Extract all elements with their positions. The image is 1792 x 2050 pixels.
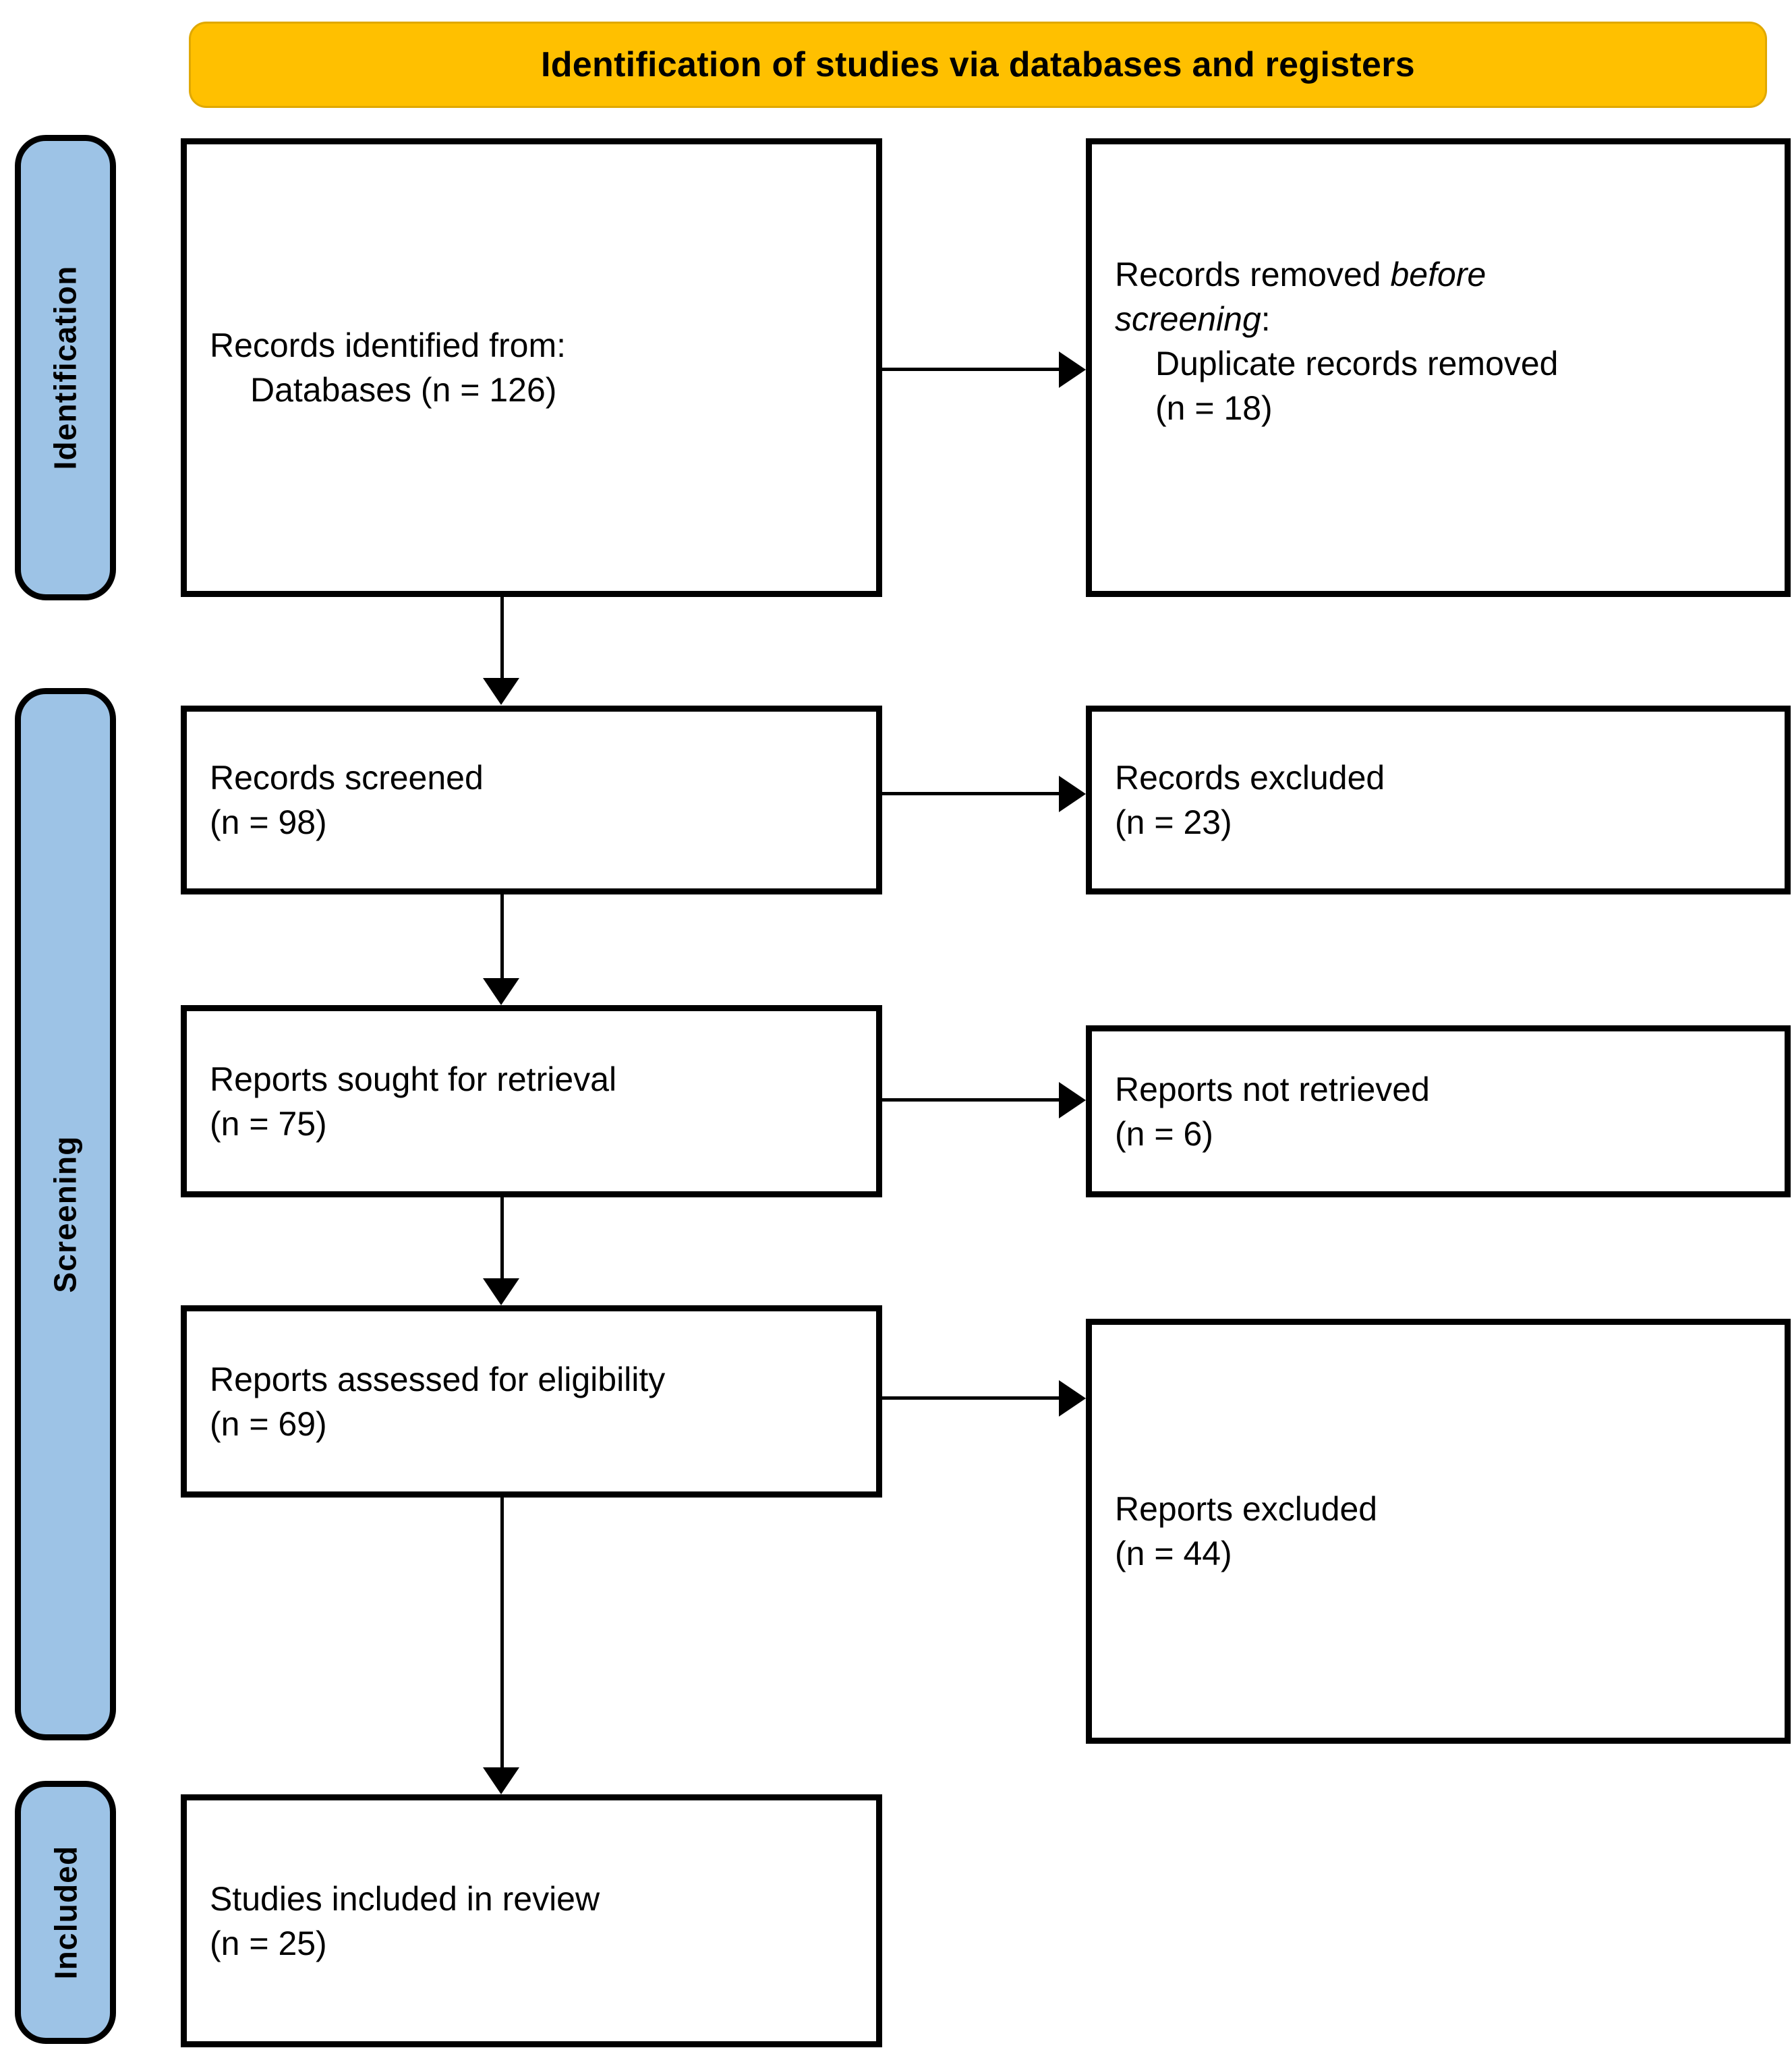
stage-label-screening: Screening	[15, 688, 116, 1740]
records-screened-line1: Records screened	[210, 759, 484, 797]
box-records-excluded: Records excluded (n = 23)	[1086, 706, 1791, 894]
arrow-screened-to-excluded-line	[882, 792, 1059, 795]
stage-label-included: Included	[15, 1781, 116, 2044]
arrow-screened-to-excluded-head-icon	[1059, 776, 1086, 812]
records-removed-line3: Duplicate records removed	[1155, 345, 1559, 382]
reports-sought-line1: Reports sought for retrieval	[210, 1060, 617, 1098]
box-studies-included: Studies included in review (n = 25)	[181, 1794, 882, 2047]
records-identified-line2: Databases (n = 126)	[250, 371, 557, 409]
arrow-assessed-to-included-line	[500, 1498, 504, 1767]
reports-excluded-line1: Reports excluded	[1115, 1490, 1378, 1528]
reports-sought-line2: (n = 75)	[210, 1104, 327, 1143]
box-records-screened: Records screened (n = 98)	[181, 706, 882, 894]
box-records-removed: Records removed before screening: Duplic…	[1086, 138, 1791, 597]
header-banner: Identification of studies via databases …	[189, 22, 1767, 108]
records-identified-line1: Records identified from:	[210, 326, 567, 364]
arrow-sought-to-not-retrieved-line	[882, 1098, 1059, 1102]
records-removed-line2: screening:	[1115, 297, 1762, 341]
records-excluded-line2: (n = 23)	[1115, 803, 1232, 841]
reports-assessed-line1: Reports assessed for eligibility	[210, 1360, 666, 1398]
arrow-identified-to-screened-line	[500, 597, 504, 678]
arrow-assessed-to-reports-excluded-line	[882, 1396, 1059, 1400]
banner-title: Identification of studies via databases …	[540, 45, 1416, 84]
box-reports-sought: Reports sought for retrieval (n = 75)	[181, 1005, 882, 1197]
reports-not-retrieved-line2: (n = 6)	[1115, 1114, 1213, 1153]
records-removed-line1-a: Records removed	[1115, 256, 1391, 293]
records-removed-line1: Records removed before	[1115, 252, 1762, 297]
arrow-identified-to-removed-line	[882, 368, 1059, 371]
records-excluded-line1: Records excluded	[1115, 759, 1385, 797]
reports-assessed-line2: (n = 69)	[210, 1404, 327, 1443]
reports-excluded-line2: (n = 44)	[1115, 1535, 1232, 1572]
studies-included-line2: (n = 25)	[210, 1924, 327, 1962]
box-records-identified: Records identified from: Databases (n = …	[181, 138, 882, 597]
arrow-screened-to-sought-head-icon	[483, 978, 519, 1005]
reports-not-retrieved-line1: Reports not retrieved	[1115, 1070, 1430, 1108]
box-reports-not-retrieved: Reports not retrieved (n = 6)	[1086, 1025, 1791, 1197]
stage-label-included-text: Included	[48, 1845, 84, 1980]
arrow-sought-to-not-retrieved-head-icon	[1059, 1082, 1086, 1118]
arrow-assessed-to-included-head-icon	[483, 1767, 519, 1794]
arrow-identified-to-removed-head-icon	[1059, 351, 1086, 388]
studies-included-line1: Studies included in review	[210, 1879, 600, 1918]
records-removed-line1-italic: before	[1390, 256, 1486, 293]
records-removed-line2-colon: :	[1261, 300, 1271, 338]
arrow-screened-to-sought-line	[500, 894, 504, 978]
records-removed-line2-italic: screening	[1115, 300, 1261, 338]
box-reports-assessed: Reports assessed for eligibility (n = 69…	[181, 1305, 882, 1498]
stage-label-identification: Identification	[15, 135, 116, 600]
arrow-sought-to-assessed-line	[500, 1197, 504, 1278]
records-removed-line4: (n = 18)	[1155, 389, 1273, 427]
stage-label-identification-text: Identification	[48, 265, 83, 470]
arrow-identified-to-screened-head-icon	[483, 678, 519, 705]
records-screened-line2: (n = 98)	[210, 803, 327, 841]
arrow-assessed-to-reports-excluded-head-icon	[1059, 1380, 1086, 1417]
arrow-sought-to-assessed-head-icon	[483, 1278, 519, 1305]
stage-label-screening-text: Screening	[48, 1135, 83, 1293]
box-reports-excluded: Reports excluded (n = 44)	[1086, 1319, 1791, 1744]
